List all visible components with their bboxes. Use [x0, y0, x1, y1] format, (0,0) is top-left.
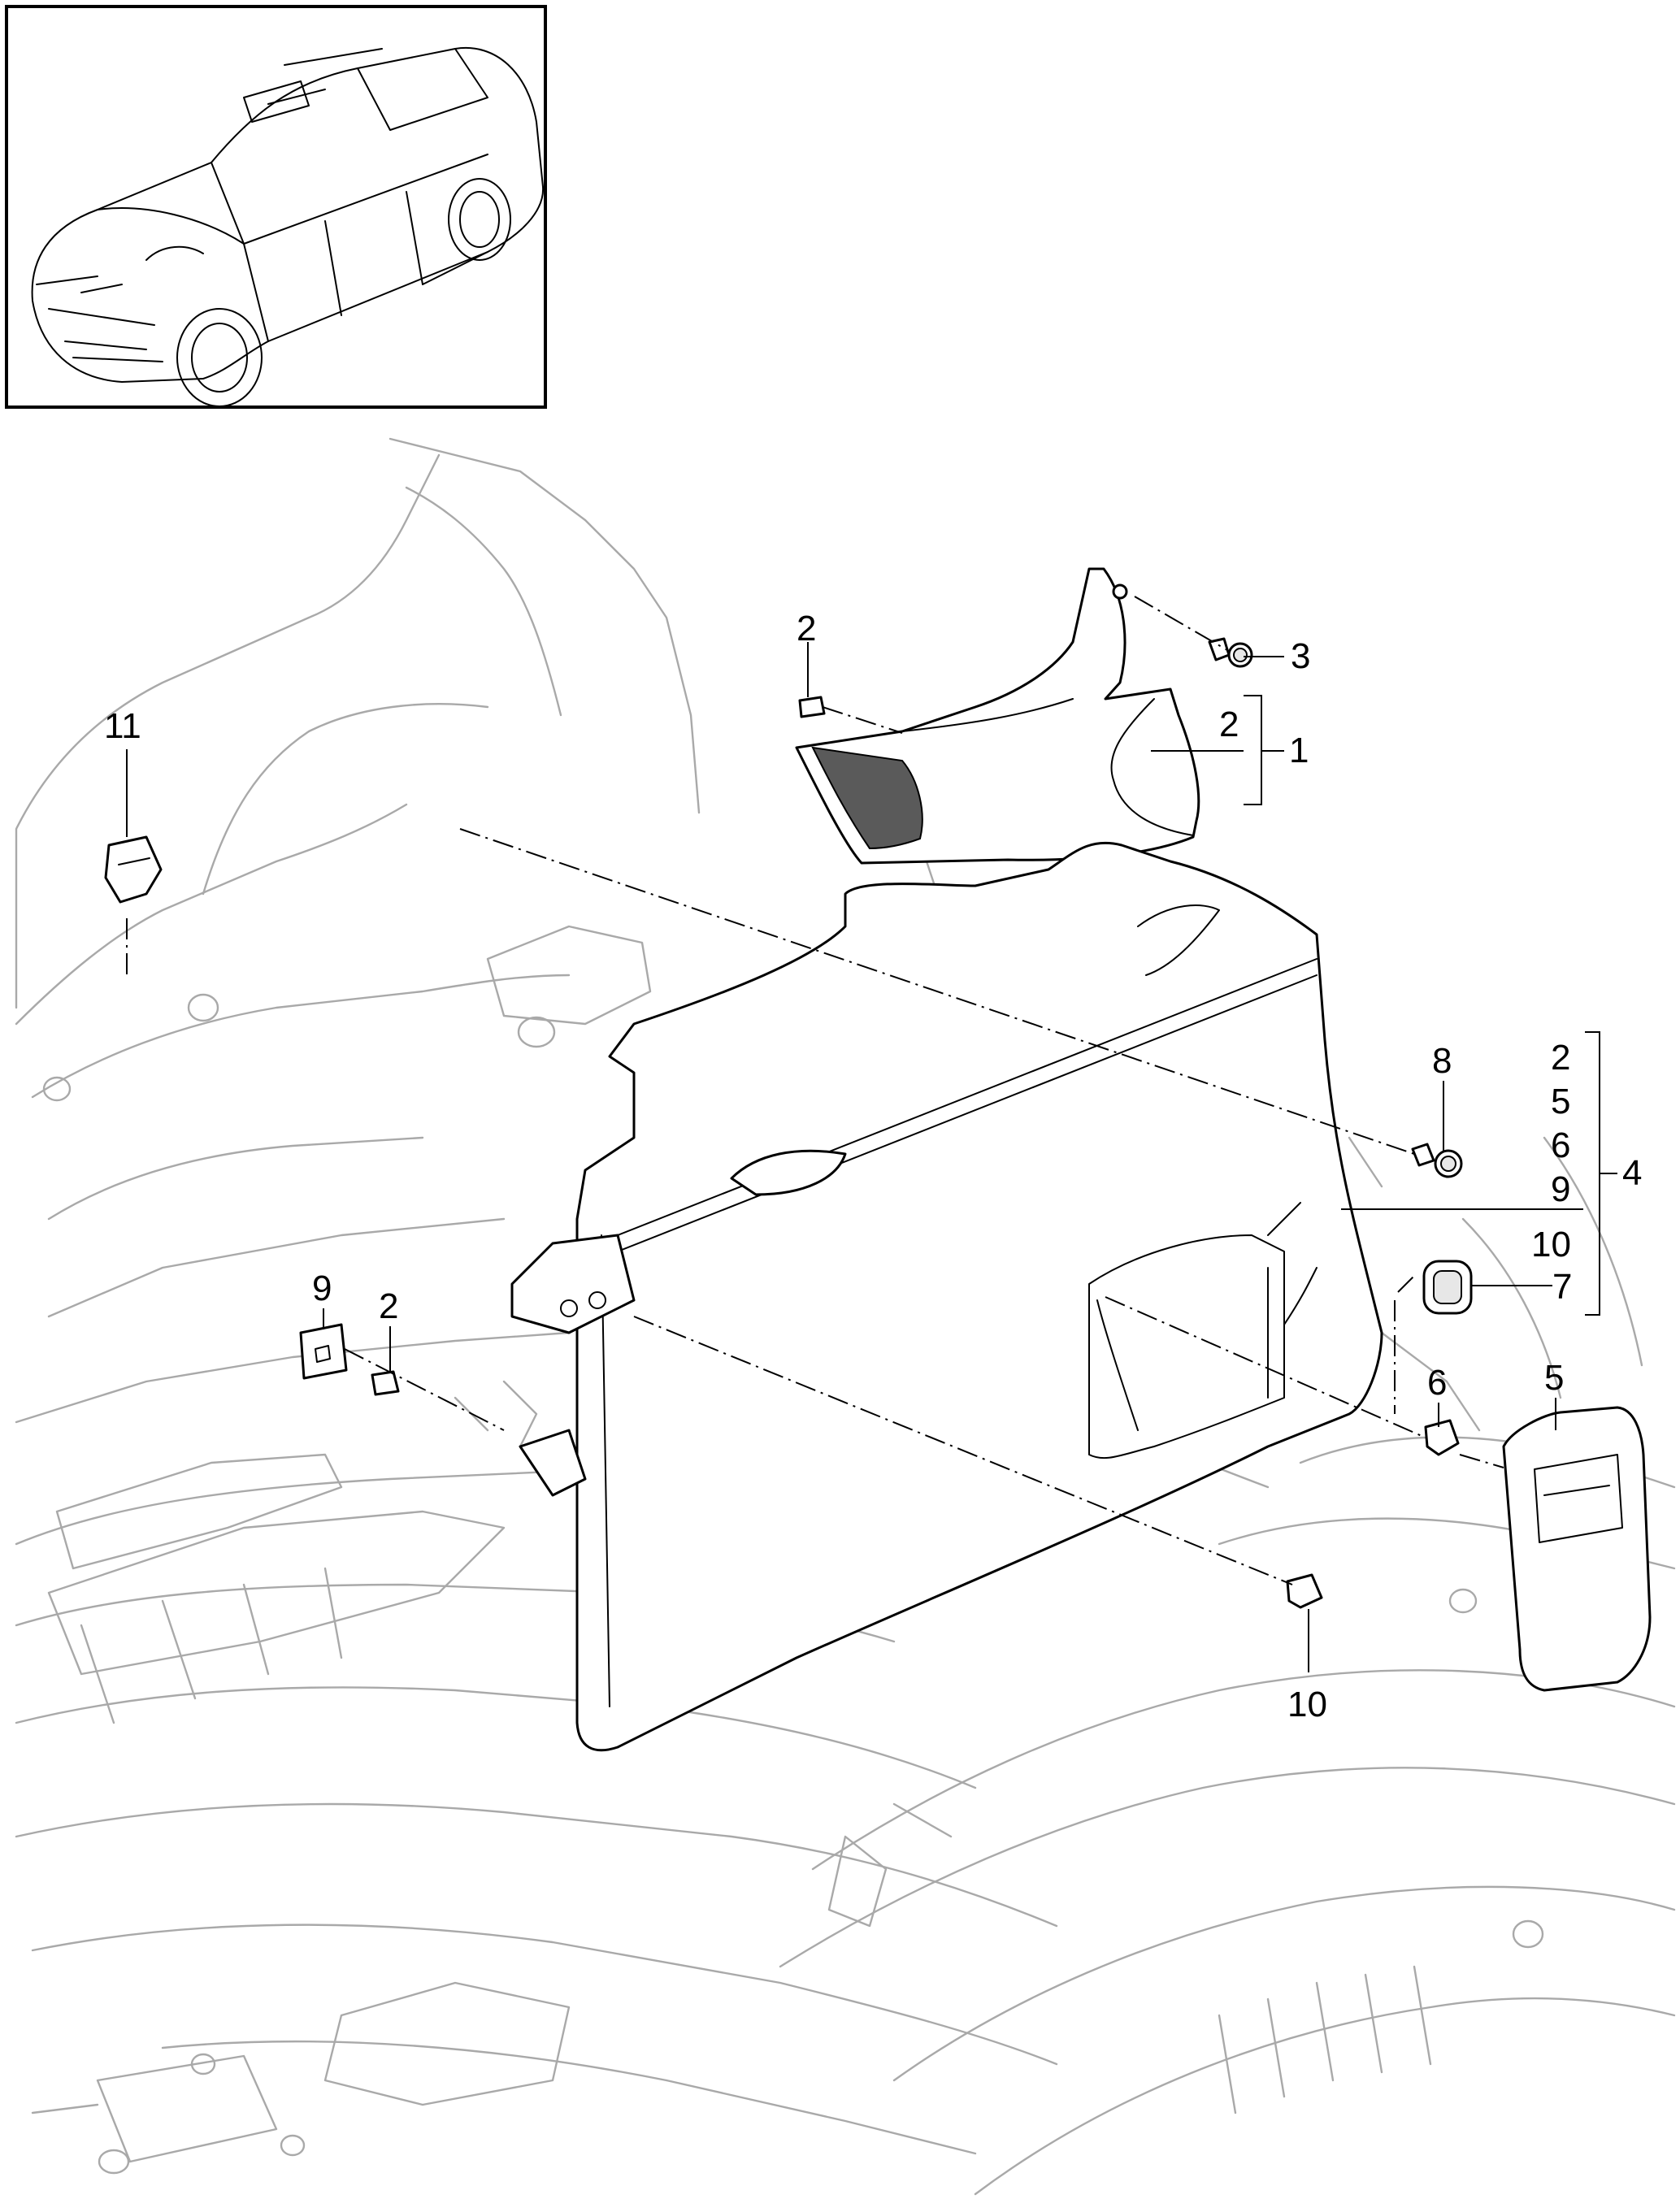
- part-2-clip-top: [798, 696, 826, 718]
- vehicle-thumbnail: [5, 5, 547, 409]
- callout-7: 7: [1552, 1267, 1572, 1307]
- part-5-cover: [1502, 1406, 1652, 1692]
- part-7-insert: [1422, 1260, 1473, 1315]
- callout-group4-10: 10: [1531, 1225, 1571, 1264]
- part-8-clip: [1411, 1143, 1463, 1178]
- callout-4: 4: [1622, 1153, 1642, 1193]
- part-6-clip: [1424, 1419, 1460, 1456]
- callout-8: 8: [1432, 1041, 1452, 1081]
- callout-1: 1: [1289, 731, 1309, 770]
- callout-10: 10: [1287, 1685, 1327, 1724]
- alignment-lines: [126, 596, 1504, 1585]
- part-1-upper-pillar-trim: [795, 567, 1200, 865]
- callout-group4-9: 9: [1551, 1169, 1570, 1209]
- part-2-clip-left: [371, 1370, 400, 1396]
- callout-group4-5: 5: [1551, 1082, 1570, 1121]
- callout-9: 9: [312, 1269, 332, 1308]
- part-9-plate: [299, 1323, 348, 1380]
- callout-11: 11: [104, 706, 141, 746]
- callout-group4-2: 2: [1551, 1038, 1570, 1078]
- callout-labels: 2 3 2 1 11 8 2 5 6 4 9 10 7 6 5 9 2 10: [104, 609, 1642, 1724]
- callout-2-top: 2: [797, 609, 816, 648]
- callout-3: 3: [1291, 636, 1310, 676]
- callout-group4-6: 6: [1551, 1126, 1570, 1165]
- callout-2-left: 2: [379, 1286, 398, 1326]
- part-11-bracket: [104, 835, 163, 904]
- callout-2-bracket1: 2: [1219, 705, 1239, 744]
- callout-6: 6: [1427, 1363, 1447, 1403]
- part-10-clip: [1286, 1573, 1323, 1609]
- leader-lines: [126, 642, 1617, 1672]
- part-3-clip: [1208, 637, 1253, 668]
- callout-5: 5: [1544, 1358, 1564, 1398]
- part-4-side-trim-panel: [510, 841, 1383, 1752]
